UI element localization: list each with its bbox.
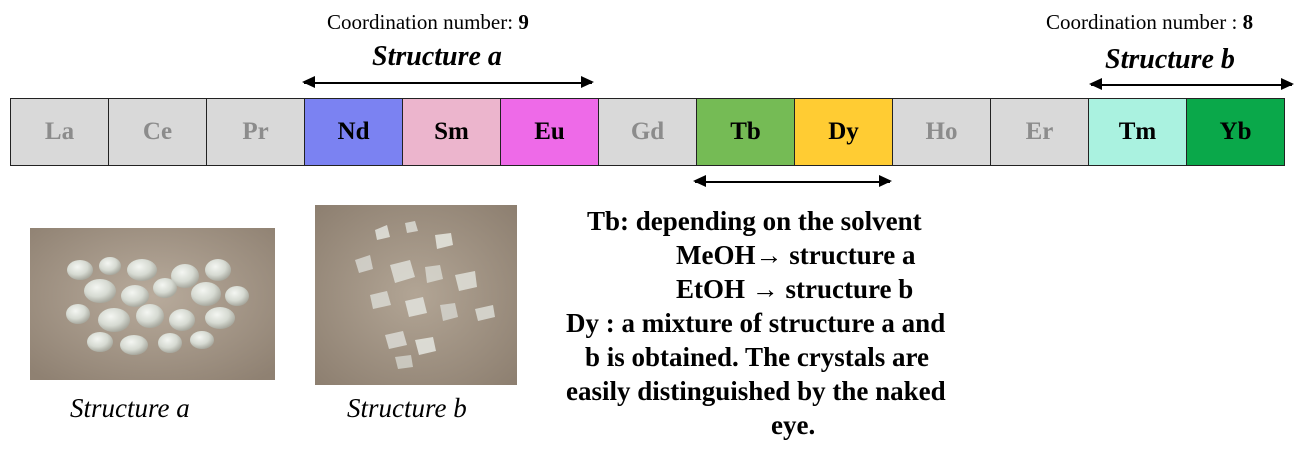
structure-b-title: Structure b	[1105, 44, 1235, 75]
coordination-label-b: Coordination number : 8	[1046, 10, 1254, 34]
structure-b-photo-caption: Structure b	[347, 393, 467, 423]
structure-b-range-arrow	[1089, 78, 1294, 90]
note-line: easily distinguished by the naked	[566, 376, 946, 406]
structure-b-crystal-photo	[315, 205, 517, 385]
note-line: eye.	[771, 410, 816, 440]
element-cell: Er	[990, 98, 1089, 166]
element-cell: Ce	[108, 98, 207, 166]
element-cell: Eu	[500, 98, 599, 166]
element-cell: Nd	[304, 98, 403, 166]
element-cell: Sm	[402, 98, 501, 166]
element-cell: Tm	[1088, 98, 1187, 166]
structure-a-crystal-photo	[30, 228, 275, 380]
element-cell: Tb	[696, 98, 795, 166]
element-cell: Ho	[892, 98, 991, 166]
element-cell: Yb	[1186, 98, 1285, 166]
structure-a-range-arrow	[302, 76, 594, 88]
element-cell: Gd	[598, 98, 697, 166]
element-cell: La	[10, 98, 109, 166]
structure-a-photo-caption: Structure a	[70, 393, 190, 423]
note-line: Dy : a mixture of structure a and	[566, 308, 946, 338]
structure-a-title: Structure a	[372, 41, 502, 72]
lanthanide-element-row: La Ce Pr Nd Sm Eu Gd Tb Dy Ho Er Tm Yb	[10, 98, 1298, 166]
element-cell: Pr	[206, 98, 305, 166]
element-cell: Dy	[794, 98, 893, 166]
tb-dy-range-arrow	[693, 175, 892, 187]
note-line: EtOH → structure b	[676, 274, 914, 304]
note-line: b is obtained. The crystals are	[585, 342, 930, 372]
note-line: Tb: depending on the solvent	[587, 206, 922, 236]
note-line: MeOH→ structure a	[676, 240, 916, 270]
coordination-label-a: Coordination number: 9	[327, 10, 529, 34]
